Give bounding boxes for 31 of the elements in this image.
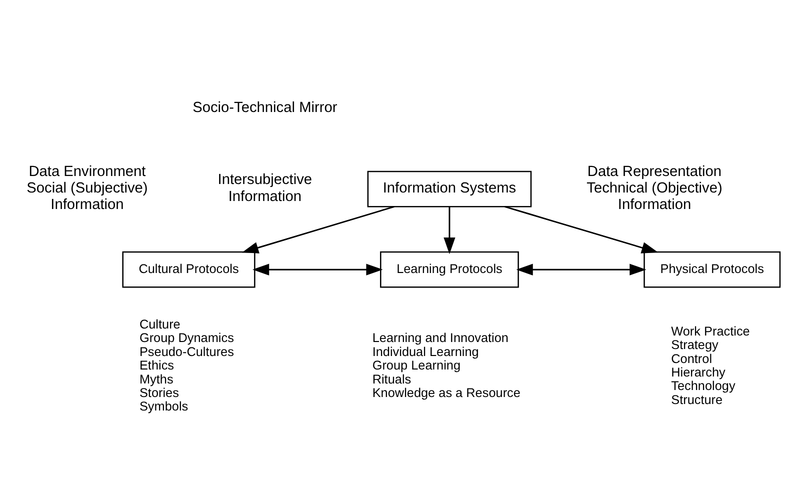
node-box: Physical Protocols — [644, 250, 781, 288]
node-label: Rituals — [372, 372, 412, 386]
node-label: Structure — [671, 392, 723, 406]
node-label: Group Learning — [372, 358, 461, 372]
label: Socio-Technical Mirror — [192, 99, 338, 116]
node-box: Cultural Protocols — [122, 250, 256, 288]
node-label: Individual Learning — [372, 344, 479, 358]
label: Intersubjective Information — [218, 172, 312, 204]
node-label: Learning and Innovation — [372, 330, 508, 345]
arrow — [504, 205, 658, 253]
arrow — [516, 263, 646, 275]
node-label: Hierarchy — [671, 364, 726, 379]
node-label: Pseudo-Cultures — [139, 344, 234, 358]
node-label: Knowledge as a Resource — [372, 385, 520, 400]
node-label: Symbols — [139, 399, 188, 414]
node-label: Work Practice — [671, 324, 750, 338]
node-label: Culture — [139, 317, 180, 332]
node-label: Myths — [139, 372, 174, 386]
arrow — [242, 205, 394, 253]
node-label: Technology — [671, 378, 736, 393]
node-label: Strategy — [671, 338, 718, 352]
node-label: Stories — [139, 385, 179, 400]
node-label: Control — [671, 351, 712, 366]
label: Data Environment Social (Subjective) Information — [26, 163, 148, 213]
node-box: Information Systems — [367, 170, 532, 207]
node-label: Ethics — [139, 358, 174, 372]
node-box: Learning Protocols — [380, 250, 519, 288]
arrow — [444, 206, 456, 254]
label: Data Representation Technical (Objective) Information — [586, 163, 722, 213]
arrow — [252, 263, 383, 275]
node-label: Group Dynamics — [139, 330, 234, 345]
